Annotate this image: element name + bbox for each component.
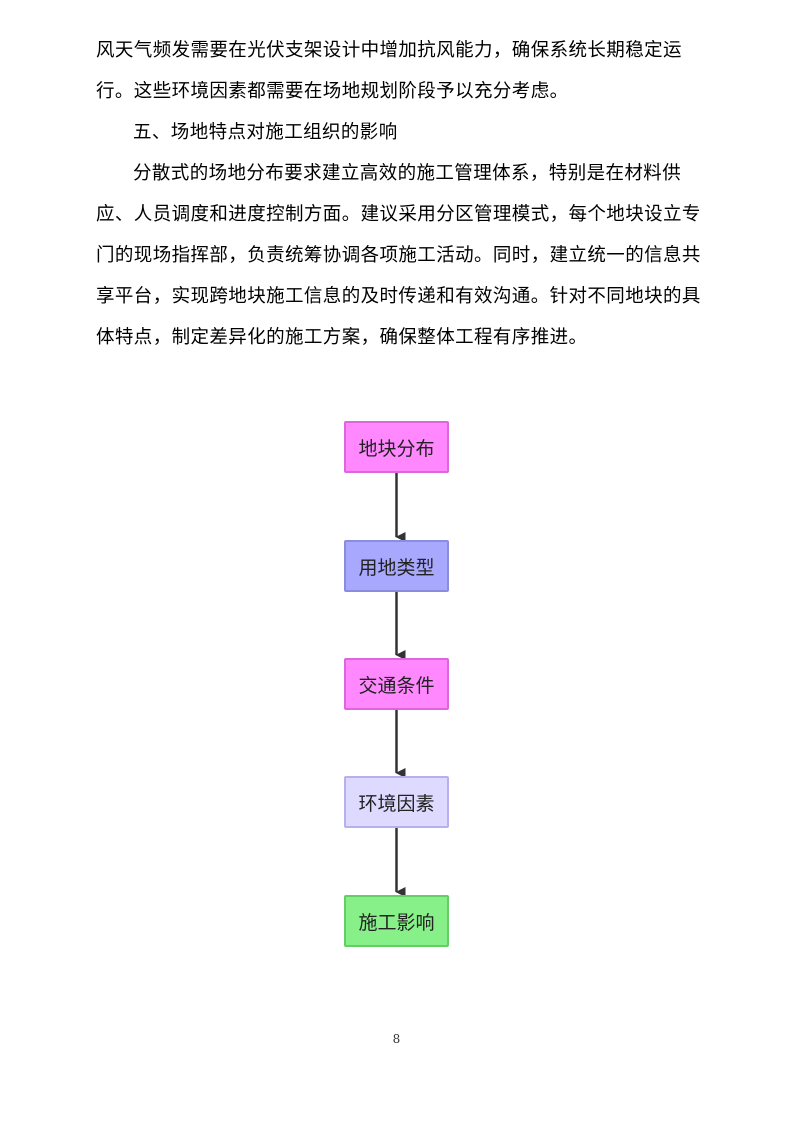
flow-node-traffic-conditions: 交通条件 <box>344 658 449 710</box>
flow-node-construction-impact: 施工影响 <box>344 895 449 947</box>
paragraph-line: 风天气频发需要在光伏支架设计中增加抗风能力，确保系统长期稳定运 <box>96 40 682 61</box>
paragraph-line: 门的现场指挥部，负责统筹协调各项施工活动。同时，建立统一的信息共 <box>96 245 701 266</box>
flow-node-environmental-factors: 环境因素 <box>344 776 449 828</box>
paragraph-line: 体特点，制定差异化的施工方案，确保整体工程有序推进。 <box>96 327 588 348</box>
paragraph-line: 应、人员调度和进度控制方面。建议采用分区管理模式，每个地块设立专 <box>96 204 701 225</box>
section-heading: 五、场地特点对施工组织的影响 <box>133 122 398 143</box>
flow-node-land-type: 用地类型 <box>344 540 449 592</box>
flow-node-land-distribution: 地块分布 <box>344 421 449 473</box>
paragraph-line: 享平台，实现跨地块施工信息的及时传递和有效沟通。针对不同地块的具 <box>96 286 701 307</box>
body-text: 风天气频发需要在光伏支架设计中增加抗风能力，确保系统长期稳定运 行。这些环境因素… <box>96 30 706 358</box>
page-number: 8 <box>392 1032 401 1046</box>
paragraph-line: 行。这些环境因素都需要在场地规划阶段予以充分考虑。 <box>96 81 569 102</box>
paragraph-line: 分散式的场地分布要求建立高效的施工管理体系，特别是在材料供 <box>133 163 682 184</box>
